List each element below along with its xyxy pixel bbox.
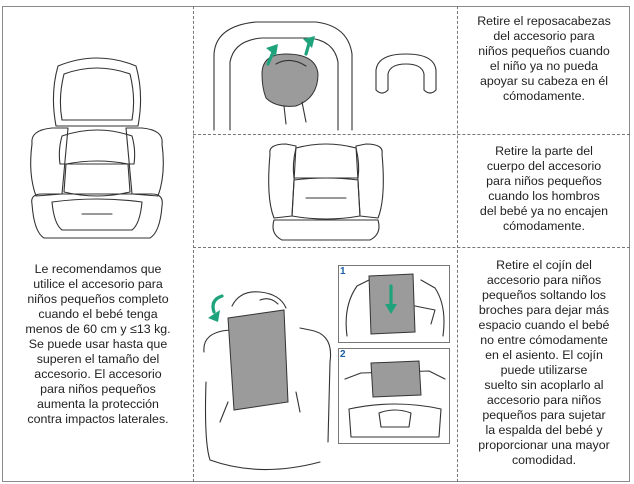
step-1-panel	[338, 265, 450, 343]
headrest-removal-illustration	[213, 21, 353, 131]
headrest-part-illustration	[375, 53, 437, 94]
row-3-description: Retire el cojín del accesorio para niños…	[478, 258, 610, 467]
row-1-description: Retire el reposacabezas del accesorio pa…	[477, 14, 611, 103]
step-2-label: 2	[340, 349, 346, 360]
instruction-table	[2, 6, 630, 482]
column-divider-right	[457, 6, 458, 482]
step-1-illustration	[345, 273, 445, 337]
row-2-description: Retire la parte del cuerpo del accesorio…	[479, 144, 609, 233]
full-seat-illustration	[30, 57, 164, 239]
row-divider-2	[193, 247, 630, 248]
left-description: Le recomendamos que utilice el accesorio…	[25, 262, 171, 426]
cushion-removal-illustration	[203, 291, 332, 471]
column-divider-left	[193, 6, 194, 482]
row-divider-1	[193, 134, 630, 135]
step-2-panel	[338, 348, 450, 444]
body-part-removal-illustration	[268, 143, 384, 241]
step-2-illustration	[344, 360, 446, 438]
step-1-label: 1	[340, 266, 346, 277]
